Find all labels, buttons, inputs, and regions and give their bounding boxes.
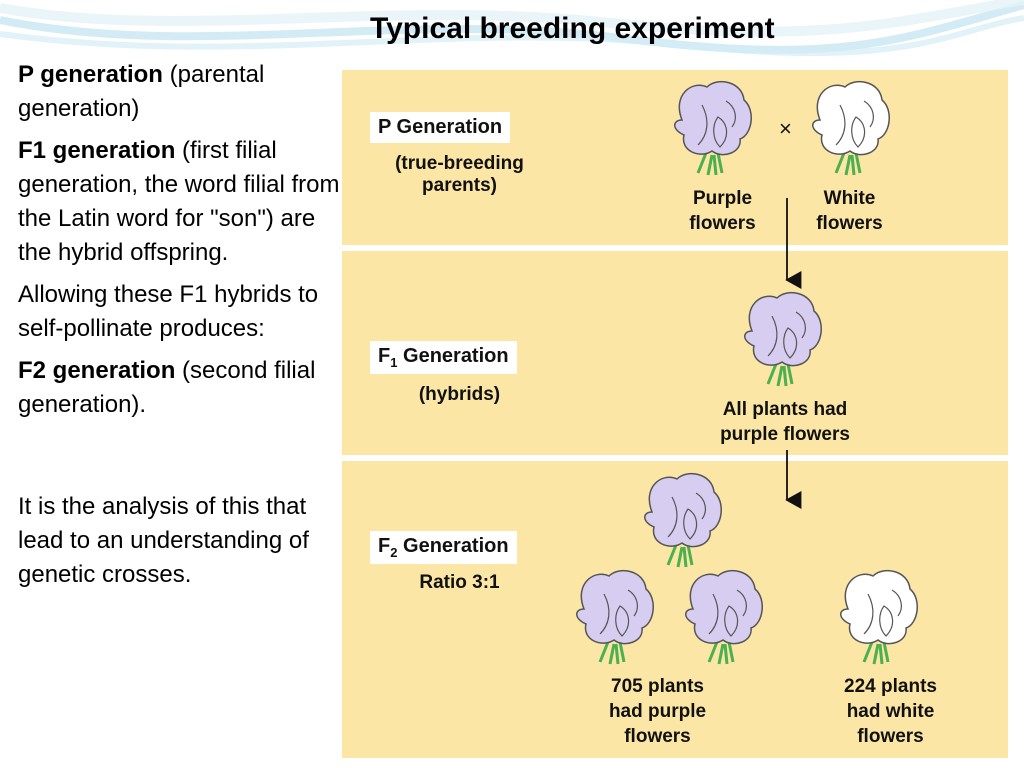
f1-caption: All plants had purple flowers xyxy=(720,399,850,445)
p-generation-label: P Generation xyxy=(370,112,511,143)
purple-flowers-caption: Purple flowers xyxy=(689,188,756,234)
p-generation-paragraph: P generation (parental generation) xyxy=(18,61,265,122)
slide-title: Typical breeding experiment xyxy=(370,12,775,45)
f1-generation-label: F1 Generation xyxy=(370,341,517,374)
self-pollinate-paragraph: Allowing these F1 hybrids to self-pollin… xyxy=(18,281,319,342)
white-flowers-caption: White flowers xyxy=(816,188,883,234)
f2-generation-sublabel: Ratio 3:1 xyxy=(419,572,500,593)
explanation-text: P generation (parental generation) F1 ge… xyxy=(18,58,343,600)
f2-white-caption: 224 plants had white flowers xyxy=(844,676,937,747)
f2-generation-label: F2 Generation xyxy=(370,531,517,564)
f2-generation-paragraph: F2 generation (second filial generation)… xyxy=(18,357,316,418)
f2-purple-caption: 705 plants had purple flowers xyxy=(608,676,707,747)
cross-symbol: × xyxy=(779,116,792,141)
f1-generation-paragraph: F1 generation (first filial generation, … xyxy=(18,137,340,266)
f1-generation-sublabel: (hybrids) xyxy=(418,384,501,405)
decorative-waves xyxy=(0,0,1024,57)
p-generation-sublabel: (true-breeding parents) xyxy=(395,153,524,196)
analysis-paragraph: It is the analysis of this that lead to … xyxy=(18,493,309,588)
